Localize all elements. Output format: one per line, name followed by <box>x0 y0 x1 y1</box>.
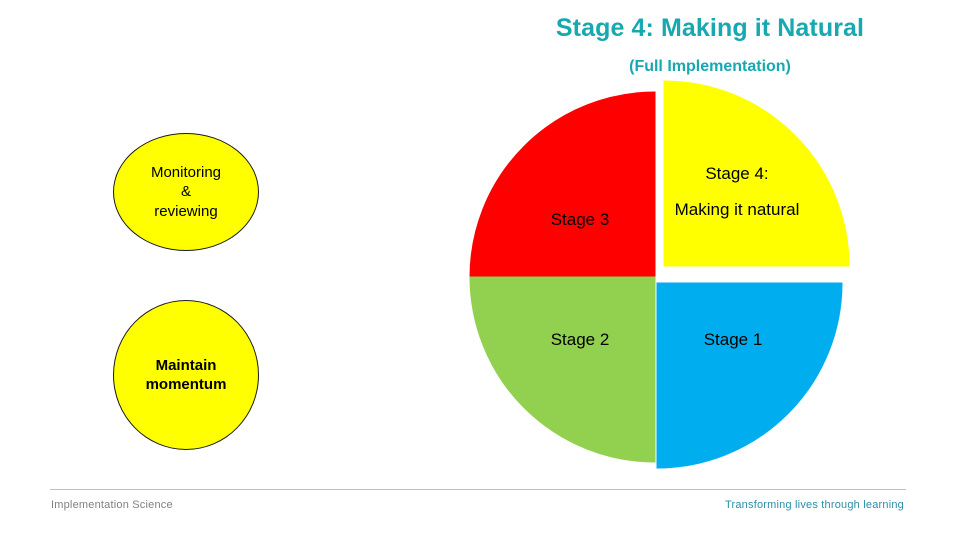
pie-label-stage-4: Stage 4: Making it natural <box>662 163 812 221</box>
pie-label-stage-4-line2: Making it natural <box>674 200 800 220</box>
bubble-monitoring-reviewing: Monitoring & reviewing <box>113 133 259 251</box>
bubble-monitoring-line1: Monitoring <box>150 164 222 182</box>
bubble-monitoring-line2: & <box>180 183 191 201</box>
page-subtitle: (Full Implementation) <box>629 58 791 75</box>
pie-label-stage-1: Stage 1 <box>703 330 763 349</box>
pie-label-stage-4-line1: Stage 4: <box>705 164 769 183</box>
pie-slice-stage-1 <box>656 282 843 469</box>
pie-slice-stage-3 <box>469 91 656 278</box>
bubble-maintain-momentum: Maintain momentum <box>113 300 259 450</box>
pie-label-stage-3: Stage 3 <box>550 210 610 229</box>
bubble-monitoring-label: Monitoring & reviewing <box>151 163 221 221</box>
bubble-momentum-line1: Maintain <box>155 356 217 374</box>
footer-right-tagline: Transforming lives through learning <box>724 499 904 511</box>
pie-label-stage-2: Stage 2 <box>550 330 610 349</box>
footer-divider <box>50 489 906 490</box>
pie-svg <box>469 80 850 469</box>
bubble-monitoring-line3: reviewing <box>154 202 218 220</box>
footer-left-text: Implementation Science <box>51 499 173 511</box>
bubble-momentum-label: Maintain momentum <box>146 356 227 394</box>
pie-slice-stage-2 <box>469 276 656 463</box>
stages-pie-chart: Stage 3 Stage 2 Stage 1 Stage 4: Making … <box>455 80 865 475</box>
bubble-momentum-line2: momentum <box>145 376 227 393</box>
pie-slice-stage-4 <box>663 80 850 267</box>
page-title: Stage 4: Making it Natural <box>555 14 865 42</box>
